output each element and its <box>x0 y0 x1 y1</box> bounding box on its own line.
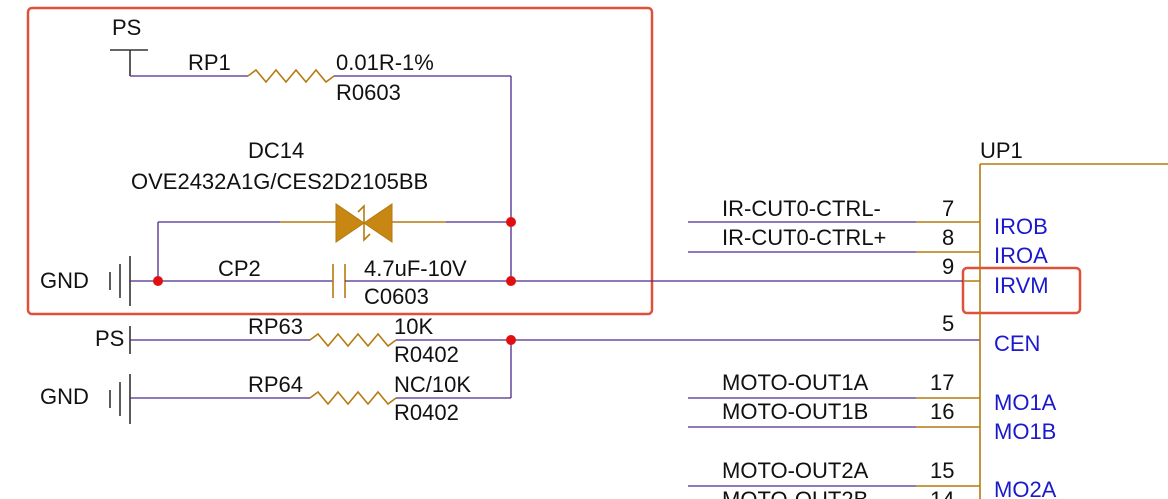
pin-number-17: 17 <box>930 370 954 395</box>
pin-number-16: 16 <box>930 399 954 424</box>
highlight-box-irvm-pin <box>961 266 1082 315</box>
gnd-top-symbol <box>109 256 131 306</box>
pin-name-irob: IROB <box>994 214 1048 239</box>
junction-dot-cen <box>506 335 516 345</box>
net-label-moto-out1b: MOTO-OUT1B <box>722 399 868 424</box>
net-label-moto-out1a: MOTO-OUT1A <box>722 370 869 395</box>
ic-ref: UP1 <box>980 138 1023 163</box>
rp63-ref: RP63 <box>248 314 303 339</box>
ps-top-label: PS <box>112 15 141 40</box>
pin-number-5: 5 <box>942 311 954 336</box>
pin-number-9: 9 <box>942 254 954 279</box>
pin-number-8: 8 <box>942 225 954 250</box>
pin-number-14: 14 <box>930 487 954 499</box>
pin-name-mo2a: MO2A <box>994 477 1057 499</box>
dc14-value: OVE2432A1G/CES2D2105BB <box>131 169 428 194</box>
net-label-ir-cut-minus: IR-CUT0-CTRL- <box>722 196 881 221</box>
pin-name-iroa: IROA <box>994 243 1048 268</box>
rp1-ref: RP1 <box>188 50 231 75</box>
pin-name-cen: CEN <box>994 331 1040 356</box>
net-label-ir-cut-plus: IR-CUT0-CTRL+ <box>722 225 886 250</box>
pin-name-mo1a: MO1A <box>994 390 1057 415</box>
gnd-bottom-symbol <box>109 374 131 424</box>
ps-top-symbol <box>110 49 148 76</box>
resistor-rp64 <box>309 390 397 406</box>
pin-number-7: 7 <box>942 196 954 221</box>
pin-number-15: 15 <box>930 458 954 483</box>
junction-dot-diode-right <box>506 217 516 227</box>
highlight-box-protection-circuit <box>26 6 654 316</box>
rp64-footprint: R0402 <box>394 400 459 425</box>
rp1-value: 0.01R-1% <box>336 50 434 75</box>
net-label-moto-out2a: MOTO-OUT2A <box>722 458 869 483</box>
tvs-diode-dc14 <box>335 203 393 243</box>
rp63-footprint: R0402 <box>394 342 459 367</box>
rp64-value: NC/10K <box>394 372 471 397</box>
cp2-ref: CP2 <box>218 256 261 281</box>
rp63-value: 10K <box>394 314 433 339</box>
gnd-top-label: GND <box>40 268 89 293</box>
junction-dot-cap-right <box>506 276 516 286</box>
capacitor-cp2 <box>332 264 346 298</box>
resistor-rp1 <box>247 68 335 84</box>
dc14-ref: DC14 <box>248 138 304 163</box>
ps-mid-label: PS <box>95 326 124 351</box>
net-label-moto-out2b: MOTO-OUT2B <box>722 487 868 499</box>
resistor-rp63 <box>309 332 397 348</box>
pin-name-mo1b: MO1B <box>994 419 1056 444</box>
cp2-value: 4.7uF-10V <box>364 256 467 281</box>
gnd-bottom-label: GND <box>40 384 89 409</box>
cp2-footprint: C0603 <box>364 284 429 309</box>
pin-name-irvm: IRVM <box>994 273 1049 298</box>
rp64-ref: RP64 <box>248 372 303 397</box>
junction-dot-gnd-left <box>153 276 163 286</box>
rp1-footprint: R0603 <box>336 80 401 105</box>
